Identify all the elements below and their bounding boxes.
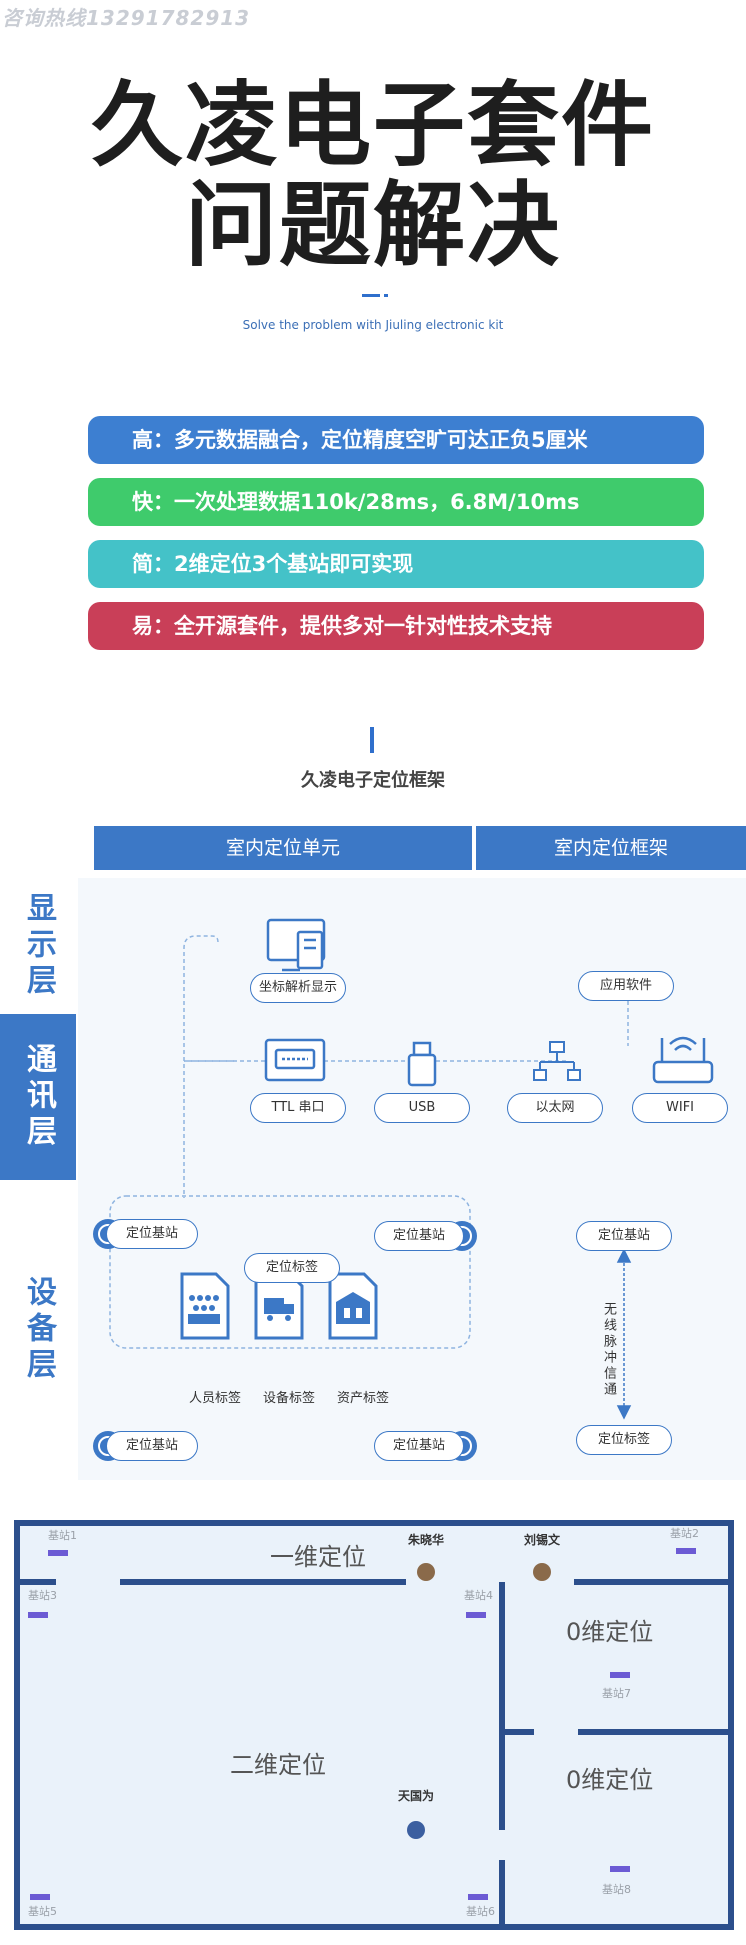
station-label-3: 基站3 [28, 1589, 57, 1602]
wireless-pulse-label: 无线脉冲信通 [598, 1298, 618, 1402]
layer-device: 设备层 [0, 1180, 76, 1480]
tag-pill: 定位标签 [244, 1253, 340, 1283]
ttl-pill: TTL 串口 [250, 1093, 346, 1123]
station-label-7: 基站7 [602, 1687, 631, 1700]
person-tag-icon [180, 1272, 230, 1340]
right-tag-pill: 定位标签 [576, 1425, 672, 1455]
person-icon [407, 1821, 425, 1839]
monitor-icon [266, 918, 326, 972]
usb-icon [407, 1041, 437, 1087]
station-icon [676, 1548, 696, 1554]
layer-display: 显示层 [0, 878, 76, 1014]
feature-bar-easy: 易：全开源套件，提供多对一针对性技术支持 [88, 602, 704, 650]
station-icon [28, 1612, 48, 1618]
station-icon [610, 1672, 630, 1678]
person-icons [407, 1563, 551, 1839]
feature-bar-high: 高：多元数据融合，定位精度空旷可达正负5厘米 [88, 416, 704, 464]
map-floor [14, 1520, 734, 1930]
base-station-pill: 定位基站 [374, 1221, 464, 1251]
map-walls [14, 1520, 734, 1930]
hotline-watermark: 咨询热线13291782913 [2, 6, 251, 30]
station-label-6: 基站6 [466, 1905, 495, 1918]
station-icon [30, 1894, 50, 1900]
station-icon [610, 1866, 630, 1872]
layer-comm: 通讯层 [0, 1014, 76, 1180]
main-title-line2: 问题解决 [184, 172, 561, 279]
base-station-pill: 定位基站 [374, 1431, 464, 1461]
layer-display-label: 显示层 [21, 892, 56, 1000]
zero-d-top-label: 0维定位 [566, 1618, 654, 1646]
serial-port-icon [264, 1038, 326, 1082]
station-icons [28, 1548, 696, 1900]
two-d-label: 二维定位 [230, 1751, 326, 1779]
floor-plan-map [14, 1520, 734, 1930]
station-label-4: 基站4 [464, 1589, 493, 1602]
wifi-pill: WIFI [632, 1093, 728, 1123]
person-label-1: 朱晓华 [408, 1533, 445, 1547]
ethernet-icon [533, 1041, 581, 1081]
station-icon [48, 1550, 68, 1556]
framework-title: 久凌电子定位框架 [301, 770, 445, 791]
device-tag-label: 设备标签 [262, 1391, 315, 1406]
person-icon [417, 1563, 435, 1581]
column-header-unit: 室内定位单元 [94, 826, 472, 870]
person-icon [533, 1563, 551, 1581]
framework-connectors [93, 918, 714, 1461]
connector-display [183, 935, 219, 1198]
english-subtitle: Solve the problem with Jiuling electroni… [242, 318, 504, 332]
station-label-8: 基站8 [602, 1883, 631, 1896]
right-base-station-pill: 定位基站 [576, 1221, 672, 1251]
wireless-arrow [616, 1248, 632, 1420]
base-station-pill: 定位基站 [106, 1431, 198, 1461]
usb-pill: USB [374, 1093, 470, 1123]
layer-device-label: 设备层 [21, 1276, 56, 1384]
feature-bar-simple: 简：2维定位3个基站即可实现 [88, 540, 704, 588]
base-station-pill: 定位基站 [106, 1219, 198, 1249]
person-label-2: 刘锡文 [524, 1533, 561, 1547]
asset-tag-label: 资产标签 [336, 1391, 389, 1406]
station-label-1: 基站1 [48, 1529, 77, 1542]
app-software-pill: 应用软件 [578, 971, 674, 1001]
zero-d-bottom-label: 0维定位 [566, 1766, 654, 1794]
device-group-outline [109, 1195, 471, 1349]
station-label-2: 基站2 [670, 1527, 699, 1540]
title-decoration-dot [384, 294, 388, 297]
person-tag-label: 人员标签 [188, 1391, 241, 1406]
title-decoration [362, 294, 380, 297]
coord-display-pill: 坐标解析显示 [250, 973, 346, 1003]
wifi-router-icon [652, 1036, 714, 1084]
main-title-line1: 久凌电子套件 [90, 72, 655, 179]
station-icon [466, 1612, 486, 1618]
station-label-5: 基站5 [28, 1905, 57, 1918]
one-d-label: 一维定位 [270, 1543, 366, 1571]
device-tag-icon [254, 1272, 304, 1340]
station-icon [468, 1894, 488, 1900]
ethernet-pill: 以太网 [507, 1093, 603, 1123]
person-label-3: 天国为 [398, 1789, 435, 1803]
asset-tag-icon [328, 1272, 378, 1340]
feature-bar-fast: 快：一次处理数据110k/28ms，6.8M/10ms [88, 478, 704, 526]
layer-comm-label: 通讯层 [21, 1043, 56, 1151]
section-marker [370, 727, 374, 753]
column-header-framework: 室内定位框架 [476, 826, 746, 870]
